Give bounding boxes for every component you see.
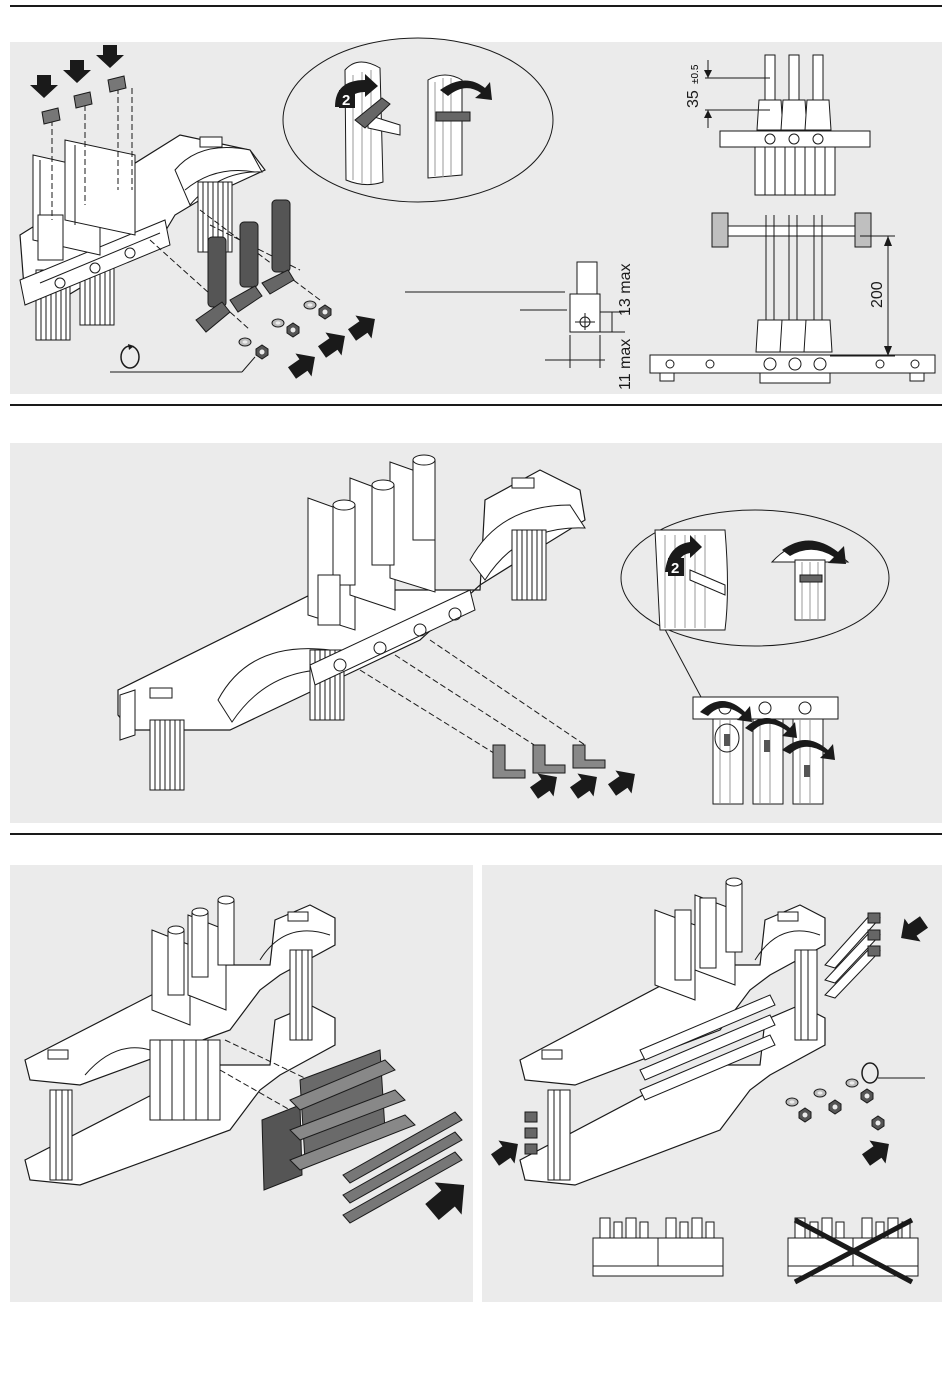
rotate-icon bbox=[110, 344, 255, 372]
rotate-icon bbox=[862, 1063, 925, 1083]
panel4-assembly bbox=[487, 878, 932, 1185]
dim-35-tolerance: ±0.5 bbox=[690, 64, 701, 84]
panel3-assembly bbox=[25, 896, 478, 1228]
step-badge-mid: 2 bbox=[671, 560, 679, 577]
panel1-crimp-dimension: 13 max 11 max bbox=[405, 262, 634, 390]
panel1-clearance-200: 200 bbox=[650, 213, 935, 383]
dim-35: 35 bbox=[685, 90, 702, 108]
panel1-terminal-depth: 35 ±0.5 bbox=[685, 55, 870, 195]
dim-13max: 13 max bbox=[617, 264, 634, 316]
panel2-rails-detail bbox=[693, 697, 838, 804]
panel1-detail-bubble: 2 bbox=[283, 38, 553, 202]
dim-11max: 11 max bbox=[617, 339, 634, 390]
panel2-main-assembly bbox=[118, 455, 643, 804]
panel4-correct-example bbox=[593, 1218, 723, 1276]
dim-200: 200 bbox=[869, 281, 886, 308]
nuts-and-washers bbox=[239, 301, 331, 359]
panel4-incorrect-example bbox=[788, 1218, 918, 1282]
step-badge-top: 2 bbox=[342, 92, 350, 109]
cable-lugs bbox=[150, 200, 320, 332]
